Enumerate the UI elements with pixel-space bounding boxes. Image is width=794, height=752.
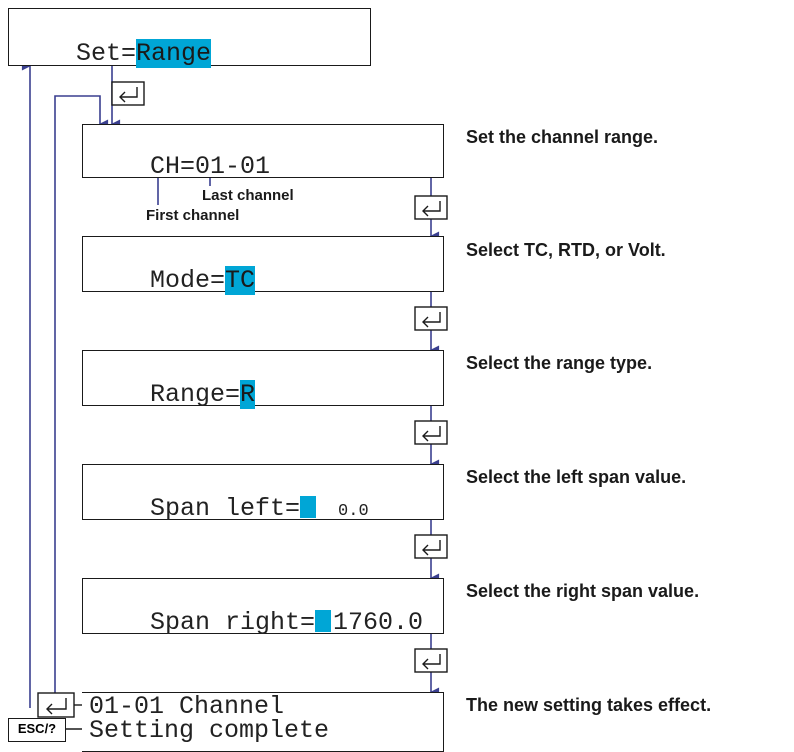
screen-span-right-value: 1760.0 bbox=[333, 608, 424, 637]
screen-mode: Mode=TC bbox=[82, 236, 444, 295]
screen-range-value: R bbox=[240, 380, 256, 409]
note-span-left: Select the left span value. bbox=[466, 467, 687, 487]
screen-set: Set=Range bbox=[8, 8, 371, 68]
screen-complete-line1: 01-01 Channel bbox=[89, 692, 285, 721]
screen-complete: 01-01 Channel Setting complete bbox=[82, 692, 444, 752]
screen-span-left-value: 0.0 bbox=[338, 502, 369, 521]
cursor-block bbox=[300, 496, 317, 518]
screen-span-left-prefix: Span left= bbox=[150, 494, 301, 523]
esc-key-label: ESC/? bbox=[17, 721, 57, 736]
screen-span-left: Span left= 0.0 bbox=[82, 464, 444, 523]
screen-range-prefix: Range= bbox=[150, 380, 241, 409]
arrow-loop-to-channel bbox=[54, 95, 109, 700]
enter-key-icon bbox=[414, 420, 448, 445]
note-range: Select the range type. bbox=[466, 353, 653, 373]
screen-channel-text: CH=01-01 bbox=[150, 152, 271, 181]
screen-span-right: Span right= 1760.0 bbox=[82, 578, 444, 637]
screen-mode-prefix: Mode= bbox=[150, 266, 226, 295]
enter-key-icon bbox=[37, 692, 75, 718]
note-mode: Select TC, RTD, or Volt. bbox=[466, 240, 666, 260]
enter-key-icon bbox=[414, 648, 448, 673]
screen-span-right-prefix: Span right= bbox=[150, 608, 316, 637]
enter-key-icon bbox=[414, 534, 448, 559]
cursor-block bbox=[315, 610, 332, 632]
screen-set-prefix: Set= bbox=[76, 39, 137, 68]
screen-mode-value: TC bbox=[225, 266, 256, 295]
screen-set-value: Range bbox=[136, 39, 212, 68]
note-channel: Set the channel range. bbox=[466, 127, 659, 147]
last-channel-label: Last channel bbox=[202, 187, 294, 204]
screen-range: Range=R bbox=[82, 350, 444, 409]
screen-channel: CH=01-01 bbox=[82, 124, 444, 181]
enter-key-icon bbox=[111, 81, 145, 106]
first-channel-label: First channel bbox=[146, 207, 240, 224]
enter-key-icon bbox=[414, 195, 448, 220]
note-span-right: Select the right span value. bbox=[466, 581, 700, 601]
note-complete: The new setting takes effect. bbox=[466, 695, 712, 715]
screen-complete-line2: Setting complete bbox=[89, 716, 330, 745]
esc-key[interactable]: ESC/? bbox=[8, 718, 66, 742]
enter-key-icon bbox=[414, 306, 448, 331]
